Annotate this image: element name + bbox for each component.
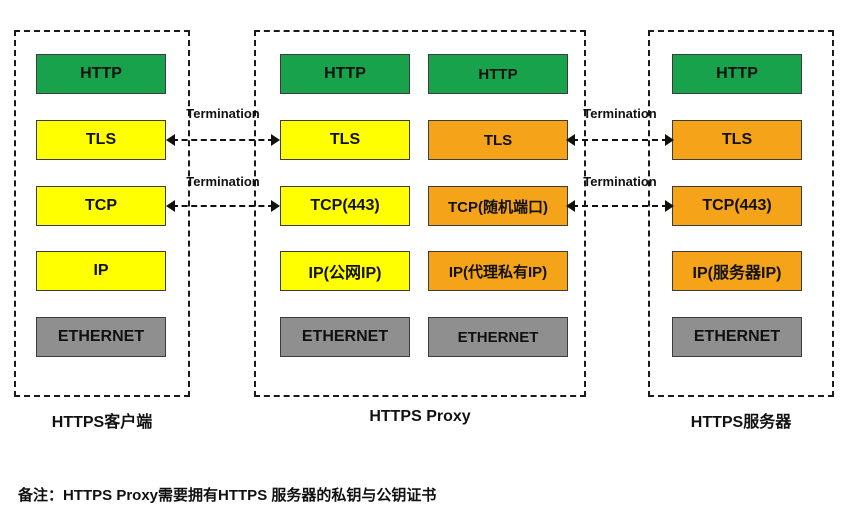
- arrowhead-right-icon: [665, 200, 674, 212]
- client-group-label: HTTPS客户端: [51, 414, 153, 431]
- tcp-termination-arrow-client-proxy: [166, 196, 280, 216]
- client-group-box: [14, 30, 190, 397]
- termination-label: Termination: [583, 106, 657, 121]
- proxy-public-ethernet-layer: ETHERNET: [280, 317, 410, 357]
- proxy-public-ip-layer: IP(公网IP): [280, 251, 410, 291]
- arrowhead-left-icon: [566, 134, 575, 146]
- arrowhead-left-icon: [566, 200, 575, 212]
- client-ip-layer: IP: [36, 251, 166, 291]
- arrowhead-left-icon: [166, 134, 175, 146]
- dashed-line: [572, 139, 668, 141]
- arrowhead-right-icon: [665, 134, 674, 146]
- tls-termination-arrow-proxy-server: [566, 130, 674, 150]
- server-ethernet-layer: ETHERNET: [672, 317, 802, 357]
- proxy-public-http-layer: HTTP: [280, 54, 410, 94]
- arrowhead-left-icon: [166, 200, 175, 212]
- tls-termination-arrow-client-proxy: [166, 130, 280, 150]
- server-tls-layer: TLS: [672, 120, 802, 160]
- termination-label: Termination: [583, 174, 657, 189]
- client-ethernet-layer: ETHERNET: [36, 317, 166, 357]
- server-http-layer: HTTP: [672, 54, 802, 94]
- client-tcp-layer: TCP: [36, 186, 166, 226]
- arrowhead-right-icon: [271, 200, 280, 212]
- proxy-private-tcp-layer: TCP(随机端口): [428, 186, 568, 226]
- dashed-line: [172, 139, 274, 141]
- tcp-termination-arrow-proxy-server: [566, 196, 674, 216]
- proxy-public-tcp-layer: TCP(443): [280, 186, 410, 226]
- proxy-group-box: [254, 30, 586, 397]
- proxy-public-tls-layer: TLS: [280, 120, 410, 160]
- server-tcp-layer: TCP(443): [672, 186, 802, 226]
- dashed-line: [572, 205, 668, 207]
- proxy-private-ip-layer: IP(代理私有IP): [428, 251, 568, 291]
- server-ip-layer: IP(服务器IP): [672, 251, 802, 291]
- proxy-private-ethernet-layer: ETHERNET: [428, 317, 568, 357]
- arrowhead-right-icon: [271, 134, 280, 146]
- client-http-layer: HTTP: [36, 54, 166, 94]
- termination-label: Termination: [186, 174, 260, 189]
- server-group-box: [648, 30, 834, 397]
- client-tls-layer: TLS: [36, 120, 166, 160]
- proxy-private-http-layer: HTTP: [428, 54, 568, 94]
- termination-label: Termination: [186, 106, 260, 121]
- proxy-private-tls-layer: TLS: [428, 120, 568, 160]
- footnote: 备注：HTTPS Proxy需要拥有HTTPS 服务器的私钥与公钥证书: [18, 487, 437, 504]
- server-group-label: HTTPS服务器: [690, 414, 792, 431]
- dashed-line: [172, 205, 274, 207]
- proxy-group-label: HTTPS Proxy: [369, 408, 471, 425]
